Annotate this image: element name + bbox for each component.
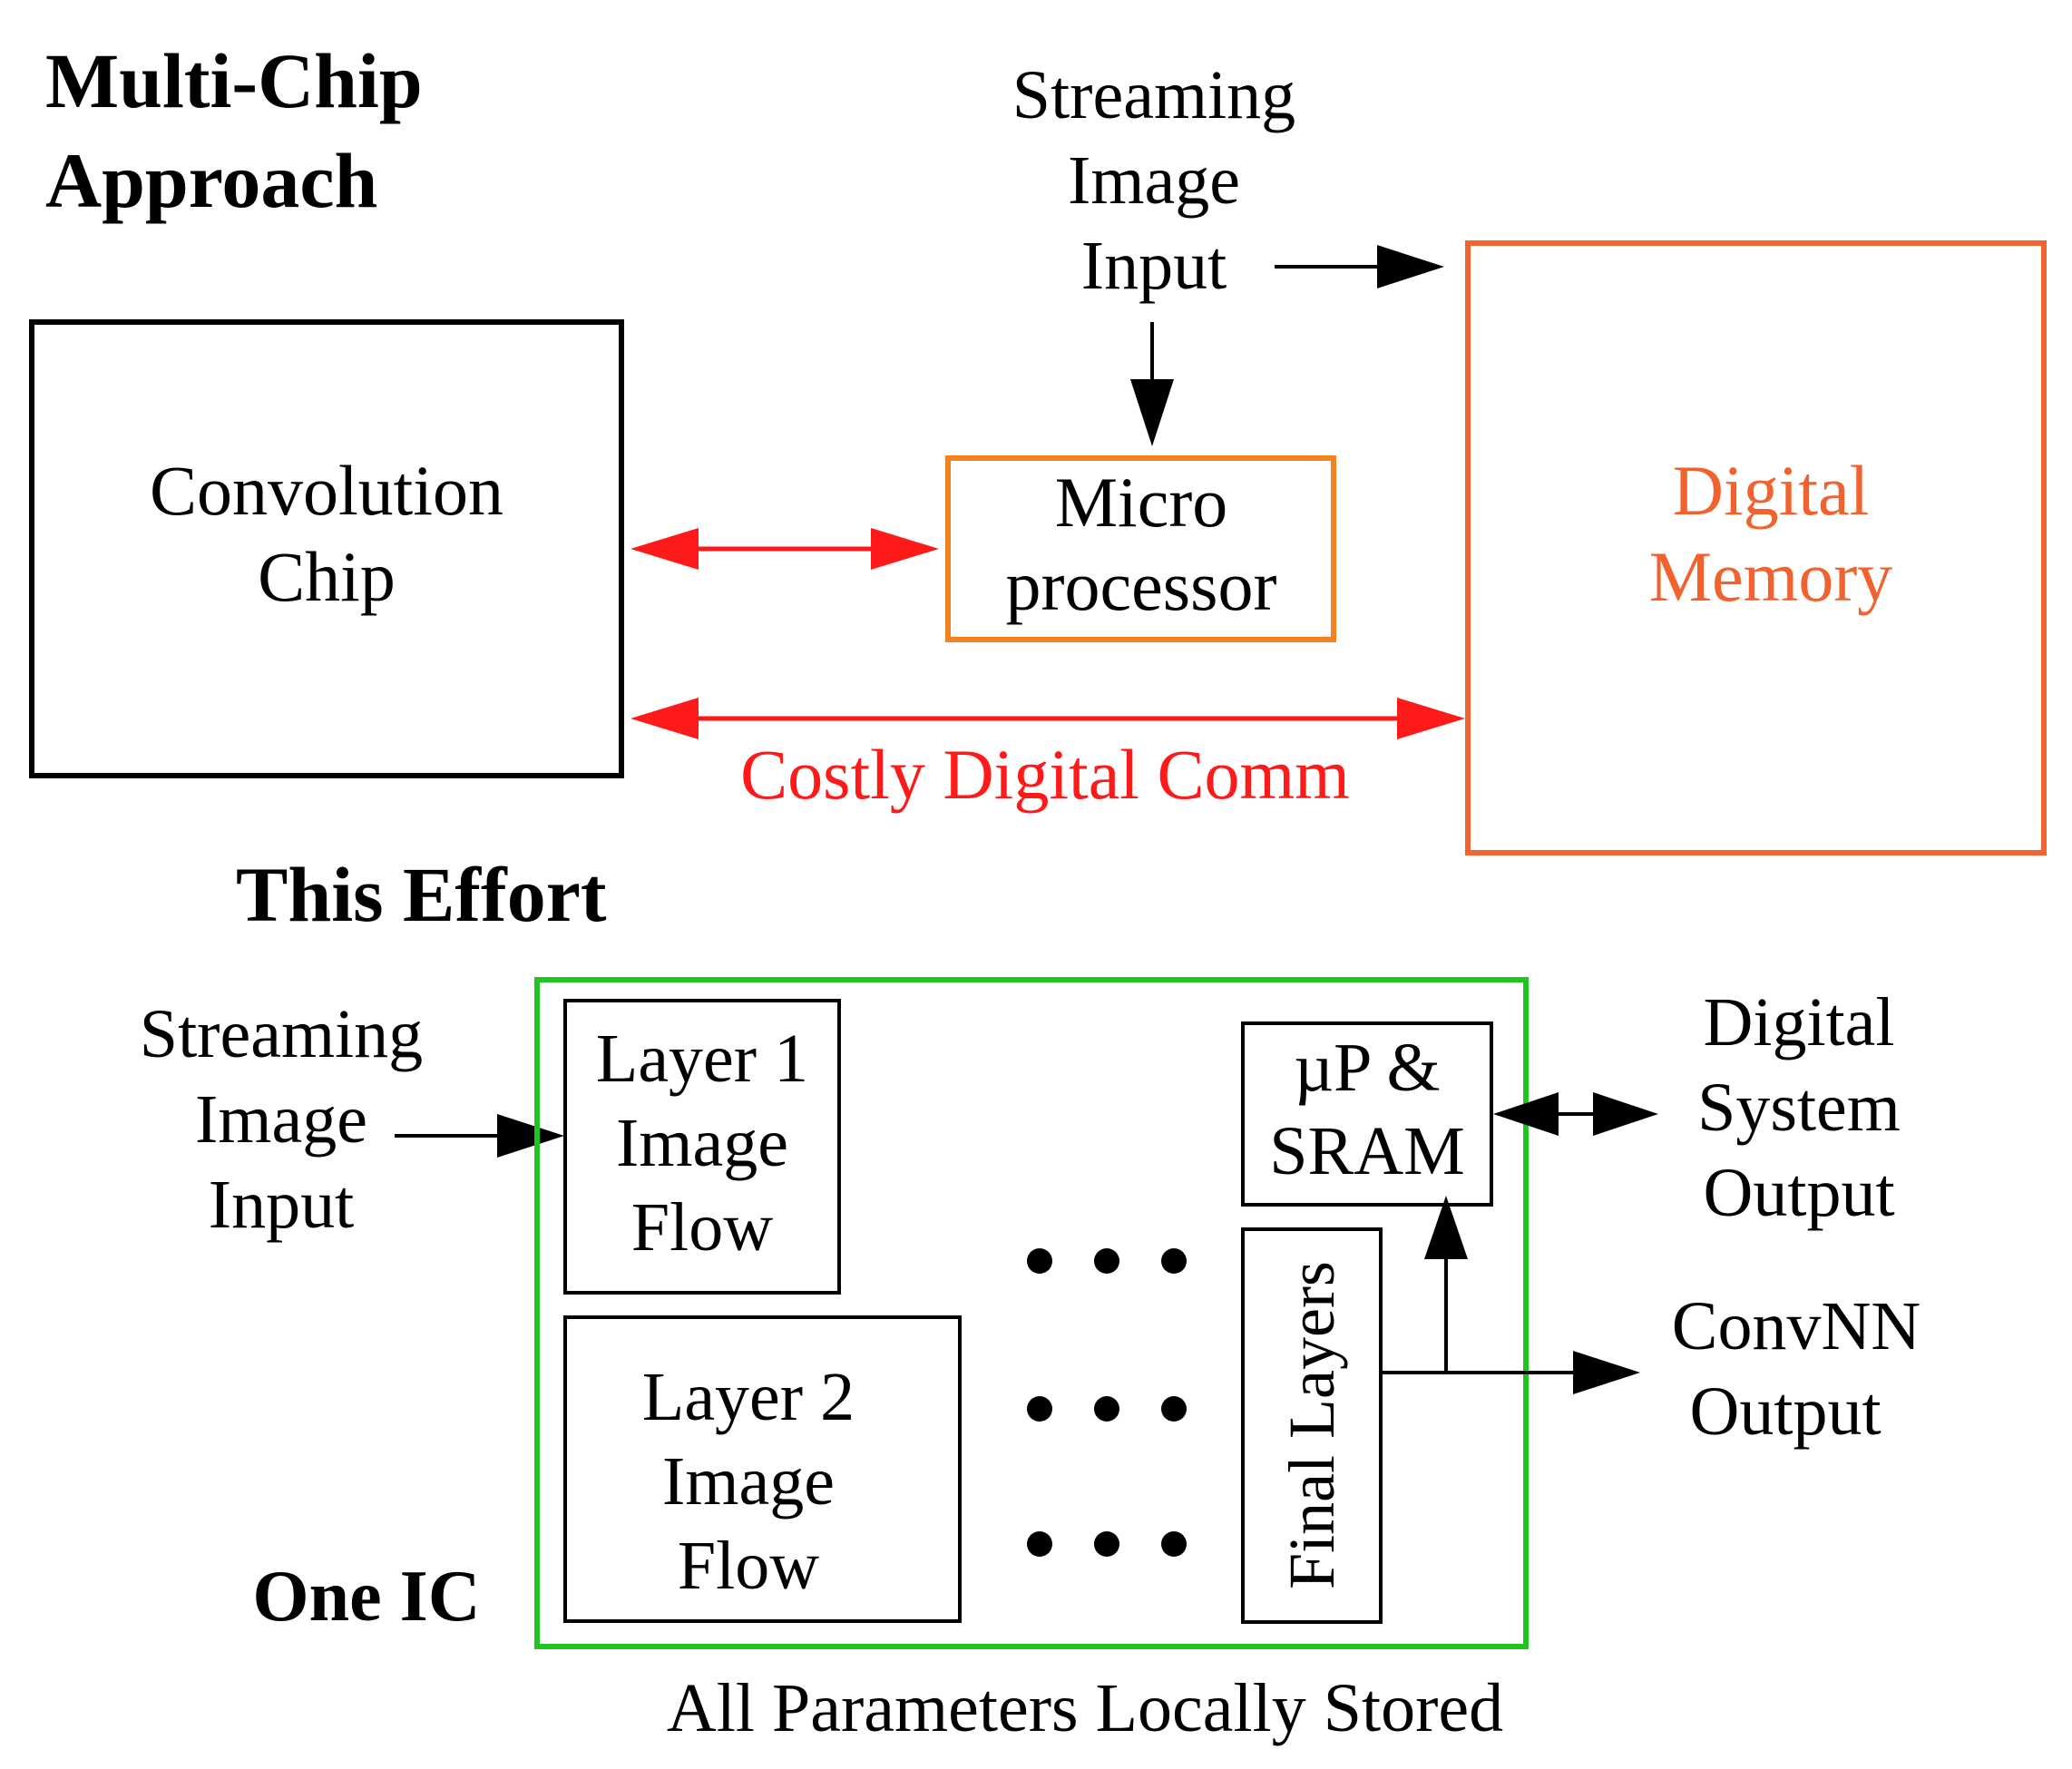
arrow-input-to-layer1 [395,1114,564,1158]
arrow-input-to-microprocessor [1130,322,1174,446]
arrow-chip-microprocessor [630,528,939,570]
digital-memory-box [1465,240,2047,855]
top-input-label-line2: Image [1068,142,1240,219]
top-input-label-line1: Streaming [1012,57,1295,133]
caption-all-parameters: All Parameters Locally Stored [667,1670,1503,1746]
ellipsis-dots [1027,1248,1187,1557]
one-ic-box [534,977,1529,1649]
layer2-label-line2: Image [662,1443,835,1520]
arrow-final-to-up [1424,1196,1468,1373]
microprocessor-box [945,455,1336,642]
microprocessor-label-line2: processor [1006,546,1277,625]
final-layers-box [1241,1227,1383,1624]
bottom-input-label-line3: Input [209,1167,354,1243]
layer1-box [563,999,841,1295]
up-sram-label-line2: SRAM [1269,1113,1464,1189]
convolution-chip-box [29,319,624,778]
up-sram-label-line1: µP & [1294,1030,1440,1106]
layer1-label-line3: Flow [631,1189,773,1266]
top-input-label-line3: Input [1081,228,1227,304]
layer1-label-line1: Layer 1 [596,1021,808,1097]
bottom-input-label-line2: Image [195,1081,367,1158]
costly-comm-label: Costly Digital Comm [740,735,1350,814]
one-ic-label: One IC [252,1557,480,1637]
digital-memory-label-line2: Memory [1649,537,1893,616]
microprocessor-label-line1: Micro [1055,463,1228,542]
bottom-title: This Effort [236,851,607,938]
convolution-chip-label-line1: Convolution [150,451,503,530]
digital-memory-label-line1: Digital [1673,451,1870,530]
arrow-final-to-convnn-output [1381,1351,1640,1394]
convnn-output-line1: ConvNN [1672,1288,1921,1364]
layer2-label-line1: Layer 2 [642,1359,855,1435]
convnn-output-line2: Output [1689,1373,1881,1450]
digital-system-output-line1: Digital [1703,984,1894,1060]
layer2-label-line3: Flow [678,1528,819,1604]
final-layers-label: Final Layers [1275,1261,1348,1589]
top-title-line1: Multi-Chip [45,37,423,124]
top-title-line2: Approach [45,137,377,224]
arrow-up-digital-output [1493,1092,1658,1136]
digital-system-output-line2: System [1697,1070,1901,1146]
arrow-input-to-memory [1275,245,1444,288]
bottom-input-label-line1: Streaming [140,996,423,1072]
arrow-chip-memory [630,698,1465,739]
digital-system-output-line3: Output [1703,1155,1894,1231]
up-sram-box [1241,1021,1493,1207]
layer2-box [563,1315,962,1623]
convolution-chip-label-line2: Chip [258,537,396,616]
layer1-label-line2: Image [616,1105,788,1181]
